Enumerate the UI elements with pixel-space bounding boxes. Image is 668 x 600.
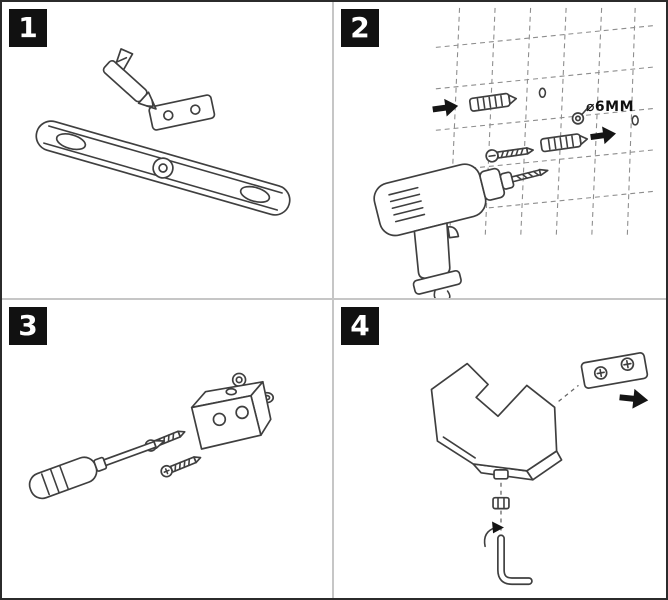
step-3-panel: 3 [2, 300, 334, 598]
rail-icon [35, 120, 291, 216]
push-arrow-icon [619, 388, 649, 409]
step-2-illustration [373, 7, 653, 298]
screw-icon [160, 456, 202, 478]
push-arrow-icon [432, 98, 459, 117]
step-3-illustration [28, 372, 275, 500]
wall-hole-icon [538, 87, 547, 99]
hook-icon [430, 362, 563, 481]
push-arrow-icon [590, 126, 617, 145]
step-1-badge: 1 [9, 9, 47, 47]
pencil-icon [102, 48, 157, 110]
allen-key-icon [483, 521, 533, 586]
wall-hole-icon [631, 115, 639, 126]
step-1-panel: 1 [2, 2, 334, 300]
wall-anchor-icon [468, 92, 518, 112]
step-1-illustration [35, 48, 291, 216]
wall-plate-icon [580, 352, 649, 389]
step-3-badge: 3 [9, 307, 47, 345]
step-2-panel: 2 ⌀6MM [334, 2, 666, 300]
step-4-badge: 4 [341, 307, 379, 345]
wall-anchor-icon [539, 133, 589, 153]
mounting-plate-icon [148, 94, 216, 131]
step-4-illustration [430, 352, 649, 586]
screwdriver-icon [28, 439, 166, 500]
drill-diameter-label: ⌀6MM [586, 99, 635, 115]
screw-icon [485, 147, 534, 163]
washer-icon [571, 105, 590, 125]
drill-icon [373, 163, 549, 298]
step-2-badge: 2 [341, 9, 379, 47]
alignment-dashes [558, 384, 579, 402]
nut-icon [492, 496, 510, 510]
step-4-panel: 4 [334, 300, 666, 598]
corner-bracket-icon [190, 380, 272, 450]
